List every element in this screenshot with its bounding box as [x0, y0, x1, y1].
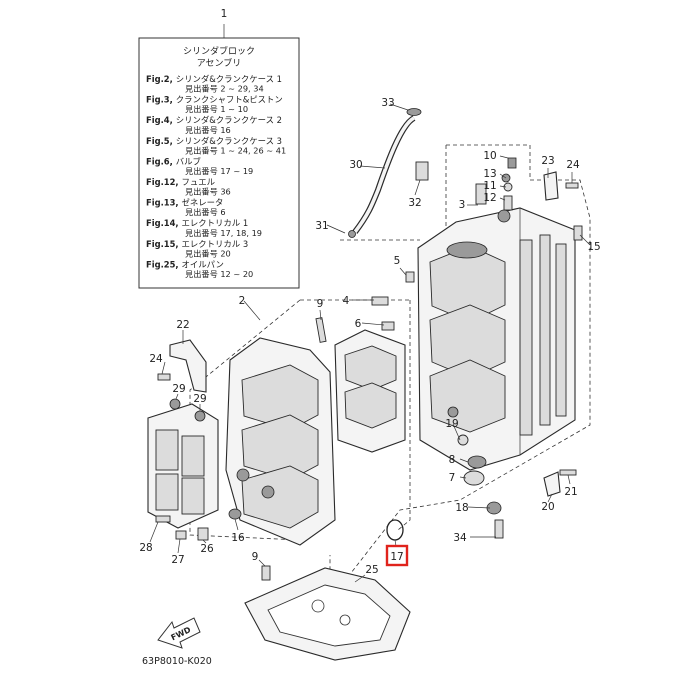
callout-29-right: 29 [193, 393, 206, 405]
legend-entry-sub: 見出番号 36 [185, 187, 231, 197]
legend-entry-title: Fig.14, エレクトリカル 1 [146, 218, 248, 228]
legend-panel: シリンダブロック アセンブリ Fig.2, シリンダ&クランクケース 1見出番号… [138, 24, 300, 289]
leader-lines [149, 103, 591, 583]
callout-1: 1 [221, 8, 228, 20]
callout-24-left: 24 [149, 353, 163, 365]
callout-34: 34 [453, 532, 467, 544]
legend-entry-sub: 見出番号 1 ~ 24, 26 ~ 41 [185, 145, 286, 155]
callout-4: 4 [343, 295, 350, 307]
callout-21: 21 [564, 486, 577, 498]
callout-24-right: 24 [566, 159, 580, 171]
callout-20: 20 [541, 501, 554, 513]
legend-entry-sub: 見出番号 17 ~ 19 [185, 166, 253, 176]
breather-hose [352, 108, 422, 234]
callout-10: 10 [483, 150, 496, 162]
legend-entry-title: Fig.13, ゼネレータ [146, 198, 223, 208]
legend-entry-title: Fig.3, クランクシャフト&ピストン [146, 95, 283, 105]
legend-entry-sub: 見出番号 12 ~ 20 [185, 269, 253, 279]
callout-17: 17 [390, 551, 403, 563]
callout-5: 5 [394, 255, 401, 267]
callout-32: 32 [408, 197, 421, 209]
callout-3: 3 [459, 199, 466, 211]
legend-entry-title: Fig.25, オイルパン [146, 259, 224, 269]
legend-entry-title: Fig.4, シリンダ&クランクケース 2 [146, 115, 282, 125]
intermediate-gasket [334, 329, 406, 453]
callout-6: 6 [355, 318, 362, 330]
legend-entry-sub: 見出番号 17, 18, 19 [185, 228, 262, 238]
legend-entry-title: Fig.15, エレクトリカル 3 [146, 239, 248, 249]
callout-labels: 1 2 3 4 5 6 7 8 9 10 11 12 13 15 16 18 1… [139, 8, 600, 576]
callout-23: 23 [541, 155, 554, 167]
legend-entry-title: Fig.6, バルブ [146, 156, 201, 166]
callout-7: 7 [449, 472, 456, 484]
callout-15: 15 [587, 241, 600, 253]
fasteners [155, 157, 583, 581]
legend-entry-sub: 見出番号 1 ~ 10 [185, 104, 248, 114]
cylinder-block [417, 207, 576, 471]
callout-33: 33 [381, 97, 394, 109]
crankcase [225, 337, 336, 546]
callout-19: 19 [445, 418, 458, 430]
callout-9-bottom: 9 [252, 551, 259, 563]
callout-13: 13 [483, 168, 496, 180]
callout-30: 30 [349, 159, 362, 171]
callout-31: 31 [315, 220, 328, 232]
legend-entry-sub: 見出番号 16 [185, 125, 231, 135]
legend-entry-sub: 見出番号 6 [185, 207, 226, 217]
callout-11: 11 [483, 180, 496, 192]
callout-27: 27 [171, 554, 184, 566]
legend-entry-sub: 見出番号 20 [185, 248, 231, 258]
diagram-code: 63P8010-K020 [142, 656, 212, 667]
callout-2: 2 [239, 295, 246, 307]
callout-22: 22 [176, 319, 189, 331]
legend-entry-title: Fig.2, シリンダ&クランクケース 1 [146, 74, 282, 84]
legend-title-line1: シリンダブロック [183, 45, 255, 57]
callout-16: 16 [231, 532, 245, 544]
callout-18: 18 [455, 502, 468, 514]
assembly-outlines [189, 144, 591, 602]
legend-entry-sub: 見出番号 2 ~ 29, 34 [185, 84, 264, 94]
callout-25: 25 [365, 564, 378, 576]
legend-entry-title: Fig.12, フュエル [146, 177, 215, 187]
callout-26: 26 [200, 543, 214, 555]
callout-29-left: 29 [172, 383, 185, 395]
callout-12: 12 [483, 192, 496, 204]
callout-9: 9 [317, 298, 324, 310]
fwd-arrow: FWD [157, 617, 201, 649]
callout-8: 8 [449, 454, 456, 466]
legend-title-line2: アセンブリ [197, 57, 242, 69]
legend-entry-title: Fig.5, シリンダ&クランクケース 3 [146, 136, 282, 146]
left-bracket-assembly [147, 339, 219, 529]
oil-pan-gasket [244, 567, 411, 661]
callout-28: 28 [139, 542, 152, 554]
highlight-part-17[interactable]: 17 [385, 544, 409, 567]
